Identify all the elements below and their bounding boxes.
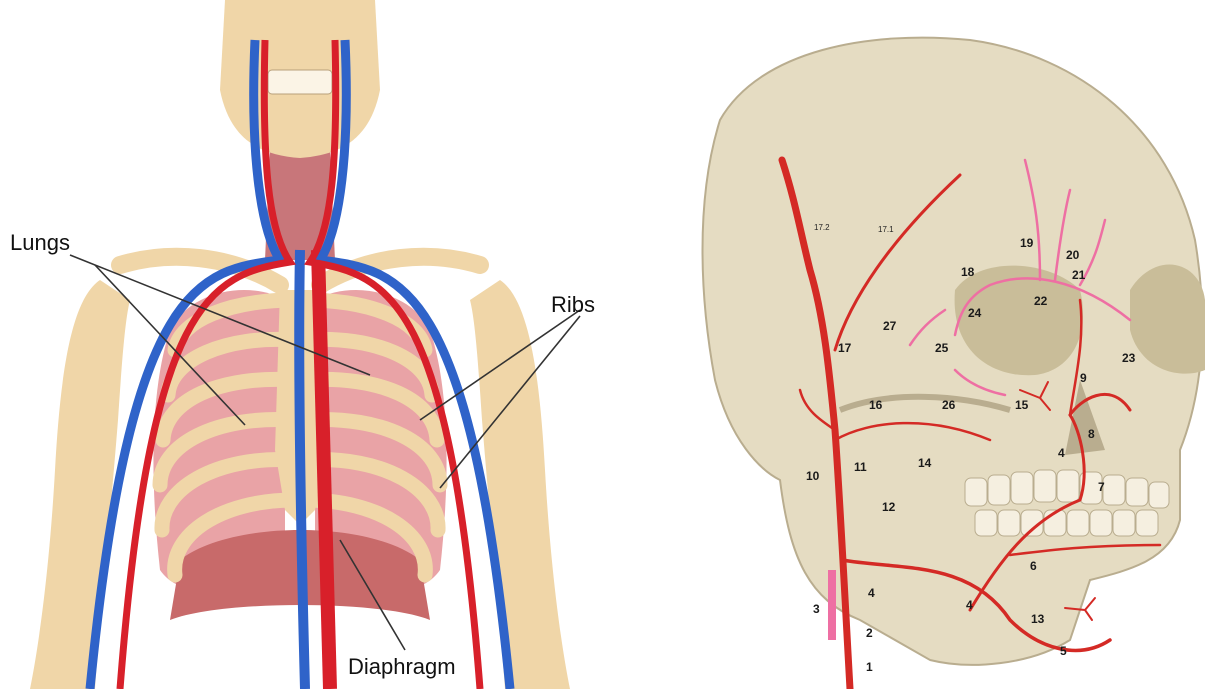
label-27: 27 <box>883 319 897 333</box>
label-21: 21 <box>1072 268 1086 282</box>
label-1: 1 <box>866 660 873 674</box>
label-5: 5 <box>1060 644 1067 658</box>
label-10: 10 <box>806 469 820 483</box>
label-20: 20 <box>1066 248 1080 262</box>
label-14: 14 <box>918 456 932 470</box>
label-4b: 4 <box>966 598 973 612</box>
label-18: 18 <box>961 265 975 279</box>
label-4a: 4 <box>868 586 875 600</box>
thorax-illustration: Lungs Ribs Diaphragm <box>0 0 600 689</box>
label-24: 24 <box>968 306 982 320</box>
label-17: 17 <box>838 341 852 355</box>
label-17-1: 17.1 <box>878 225 894 234</box>
label-4c: 4 <box>1058 446 1065 460</box>
label-9: 9 <box>1080 371 1087 385</box>
label-17-2: 17.2 <box>814 223 830 232</box>
label-25: 25 <box>935 341 949 355</box>
ribs-label: Ribs <box>551 292 595 317</box>
thorax-svg: Lungs Ribs Diaphragm <box>0 0 600 689</box>
label-11: 11 <box>854 460 867 474</box>
label-22: 22 <box>1034 294 1048 308</box>
label-23: 23 <box>1122 351 1136 365</box>
skull-artery-illustration: 1 2 3 4 4 4 5 6 7 8 9 10 11 12 13 14 15 … <box>610 0 1207 689</box>
skull-svg: 1 2 3 4 4 4 5 6 7 8 9 10 11 12 13 14 15 … <box>610 0 1207 689</box>
vena-cava <box>299 250 305 689</box>
label-3: 3 <box>813 602 820 616</box>
label-8: 8 <box>1088 427 1095 441</box>
lungs-label: Lungs <box>10 230 70 255</box>
label-7: 7 <box>1098 480 1105 494</box>
label-13: 13 <box>1031 612 1045 626</box>
diaphragm-label: Diaphragm <box>348 654 456 679</box>
teeth <box>268 70 332 94</box>
label-26: 26 <box>942 398 956 412</box>
label-15: 15 <box>1015 398 1029 412</box>
label-6: 6 <box>1030 559 1037 573</box>
label-16: 16 <box>869 398 883 412</box>
label-12: 12 <box>882 500 896 514</box>
label-2: 2 <box>866 626 873 640</box>
label-19: 19 <box>1020 236 1034 250</box>
